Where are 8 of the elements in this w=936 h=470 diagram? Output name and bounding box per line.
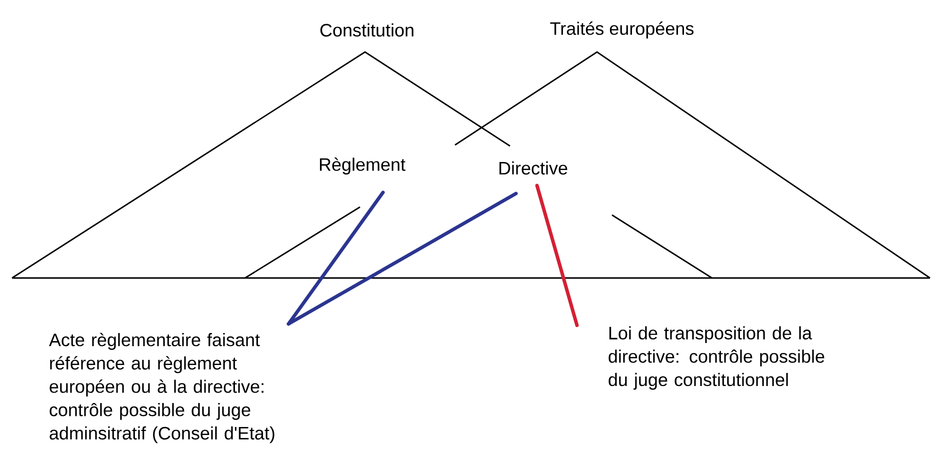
text-label: Acte règlementaire faisant référence au règlement européen ou à la directive: contrôle possible du juge adminsitratif (Conseil d'Etat) (48, 332, 274, 444)
title-label: Règlement (320, 158, 406, 174)
title-label: Constitution (320, 23, 414, 37)
title-label: Traités européens (550, 22, 694, 38)
text-label: Loi de transposition de la directive: contrôle possible du juge constitutionnel (608, 326, 824, 390)
leader-line (535, 184, 579, 328)
leader-line (286, 192, 518, 326)
title-label: Directive (499, 161, 568, 175)
